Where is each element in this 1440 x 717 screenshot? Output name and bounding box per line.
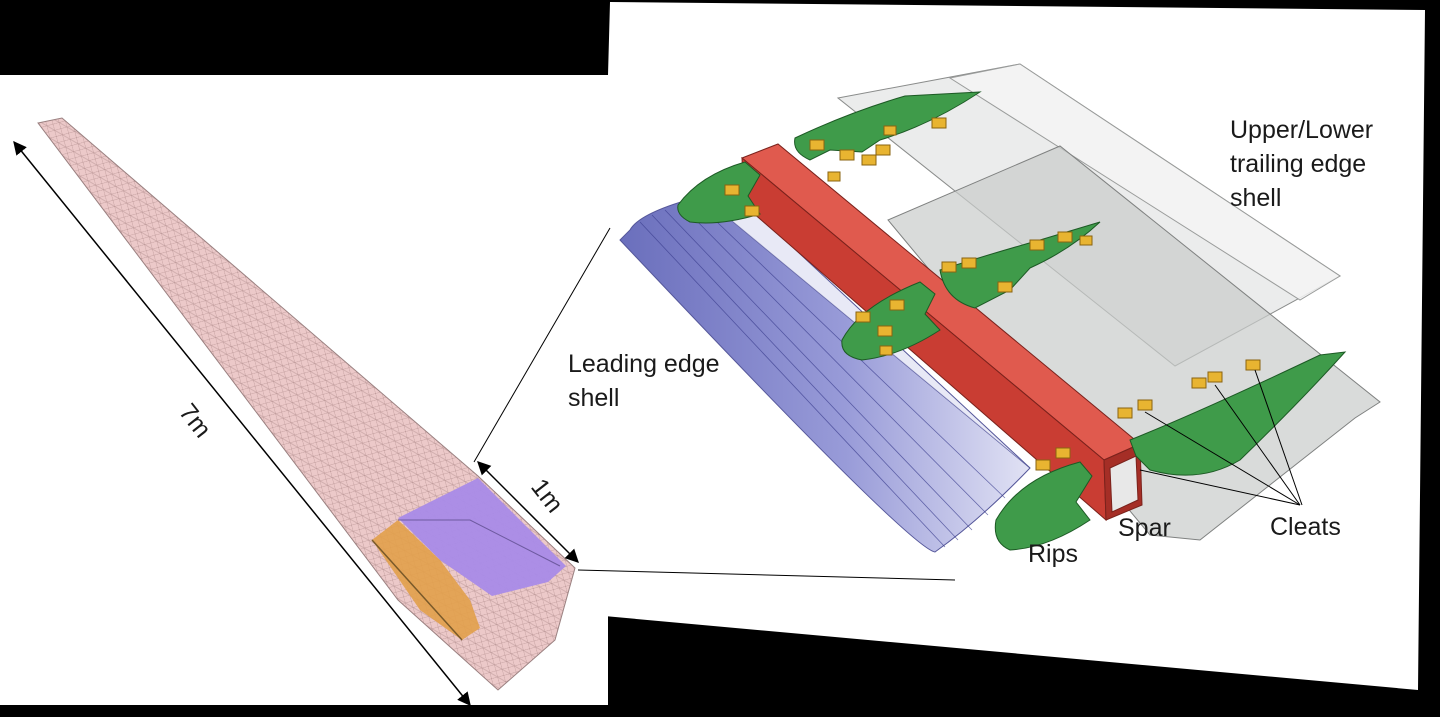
trailing-edge-label-line3: shell bbox=[1230, 184, 1281, 212]
cleats bbox=[724, 117, 1261, 471]
trailing-edge-label-line1: Upper/Lower bbox=[1230, 116, 1373, 144]
rips bbox=[677, 91, 1347, 551]
length-arrow bbox=[13, 140, 471, 707]
cleats-leader-lines bbox=[1139, 369, 1303, 506]
leading-edge-label-line1: Leading edge bbox=[568, 350, 720, 378]
width-arrow bbox=[477, 461, 579, 563]
cleats-label: Cleats bbox=[1270, 513, 1341, 541]
rips-label: Rips bbox=[1028, 540, 1078, 568]
spar-label: Spar bbox=[1118, 514, 1171, 542]
zoom-line-bottom bbox=[577, 569, 956, 581]
trailing-edge-label-line2: trailing edge bbox=[1230, 150, 1366, 178]
zoom-line-top bbox=[473, 227, 611, 463]
leading-edge-label-line2: shell bbox=[568, 384, 619, 412]
